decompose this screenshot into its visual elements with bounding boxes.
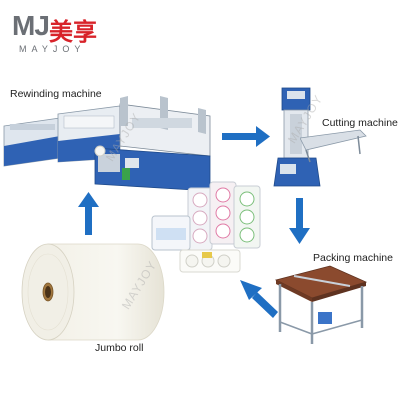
paper-products-illustration: [151, 181, 261, 273]
rewinding-machine-illustration: [3, 96, 211, 192]
rewinding-machine-label: Rewinding machine: [10, 88, 102, 100]
cutting-machine-label: Cutting machine: [322, 117, 398, 129]
logo-mark: MJ: [12, 10, 50, 41]
arrow-jumbo-to-rewinding: [78, 192, 99, 235]
packing-machine-illustration: [274, 265, 368, 344]
cutting-machine-illustration: [273, 87, 321, 187]
arrow-packing-to-products: [240, 280, 278, 318]
packing-machine-label: Packing machine: [313, 252, 393, 264]
logo-english: MAYJOY: [19, 44, 86, 54]
arrow-cutting-to-packing: [289, 198, 310, 244]
jumbo-roll-label: Jumbo roll: [95, 342, 144, 354]
arrow-rewinding-to-cutting: [222, 126, 270, 147]
logo-chinese: 美享: [49, 18, 97, 46]
jumbo-roll-illustration: [21, 243, 165, 341]
cutting-machine-conveyor: [300, 129, 367, 163]
